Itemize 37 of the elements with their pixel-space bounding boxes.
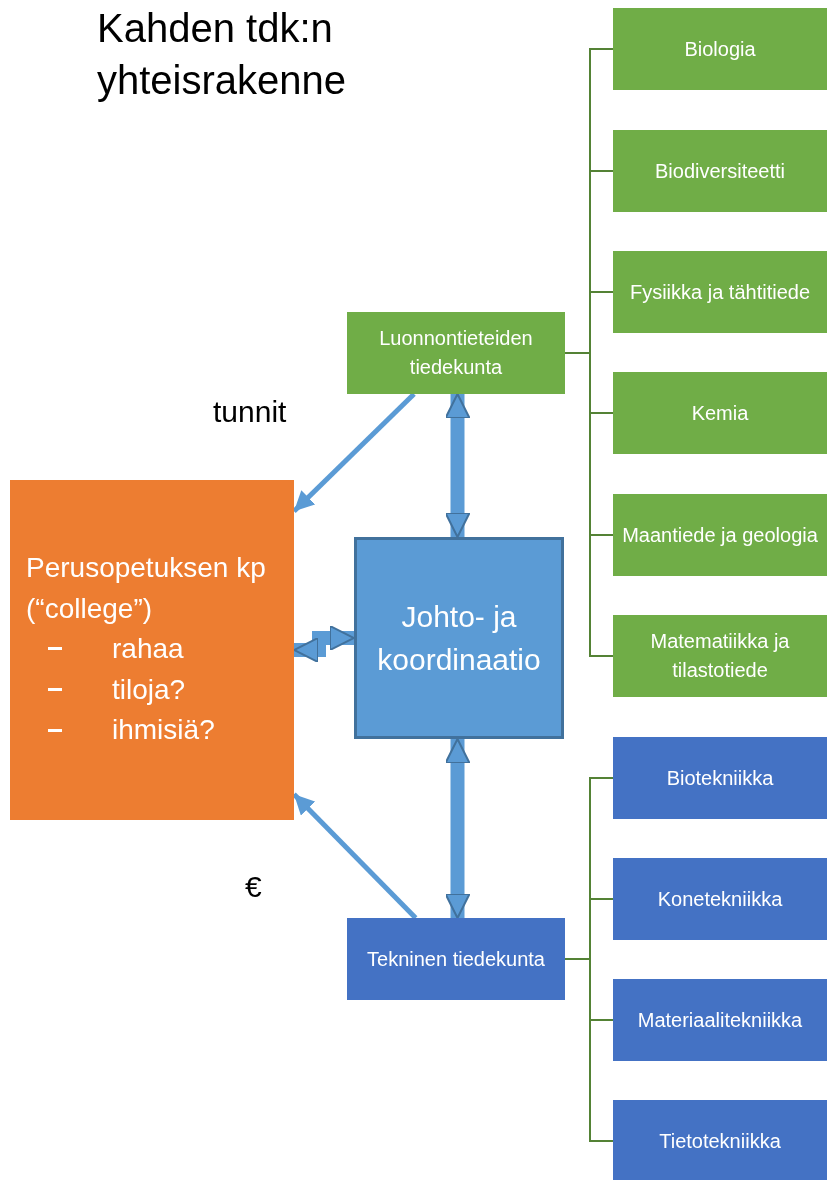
list-item: tiloja? — [112, 672, 186, 707]
unit-box — [10, 480, 294, 820]
department-box — [613, 494, 827, 576]
list-item: rahaa — [112, 632, 184, 667]
faculty-box — [347, 918, 565, 1000]
box-label: Luonnontieteiden tiedekunta — [378, 326, 534, 380]
tree-connector — [564, 958, 614, 1142]
box-label: Biotekniikka — [666, 765, 774, 791]
box-label: Kemia — [691, 400, 749, 426]
box-label: Perusopetuksen kp (“college”) — [26, 551, 267, 626]
box-label: Johto- ja koordinaatio — [376, 598, 542, 678]
box-label: Maantiede ja geologia — [622, 522, 818, 548]
box-label: Biologia — [684, 36, 756, 62]
box-label: Konetekniikka — [657, 886, 783, 912]
double-block-arrow — [293, 625, 355, 663]
box-label: Biodiversiteetti — [654, 158, 786, 184]
department-box — [613, 979, 827, 1061]
title: Kahden tdk:n yhteisrakenne — [97, 5, 348, 104]
tree-connector — [564, 352, 614, 657]
department-box — [613, 251, 827, 333]
department-box — [613, 737, 827, 819]
box-label: Tekninen tiedekunta — [367, 946, 545, 972]
faculty-box — [347, 312, 565, 394]
box-label: Tietotekniikka — [659, 1128, 781, 1154]
double-block-arrow — [444, 393, 471, 538]
department-box — [613, 615, 827, 697]
box-label: Materiaalitekniikka — [637, 1007, 803, 1033]
list-item: ihmisiä? — [112, 713, 215, 748]
department-box — [613, 130, 827, 212]
department-box — [613, 8, 827, 90]
department-box — [613, 858, 827, 940]
management-box — [354, 537, 564, 739]
department-box — [613, 1100, 827, 1180]
box-label: Matematiikka ja tilastotiede — [649, 629, 791, 683]
box-label: Fysiikka ja tähtitiede — [629, 279, 811, 305]
double-block-arrow — [444, 738, 471, 919]
department-box — [613, 372, 827, 454]
